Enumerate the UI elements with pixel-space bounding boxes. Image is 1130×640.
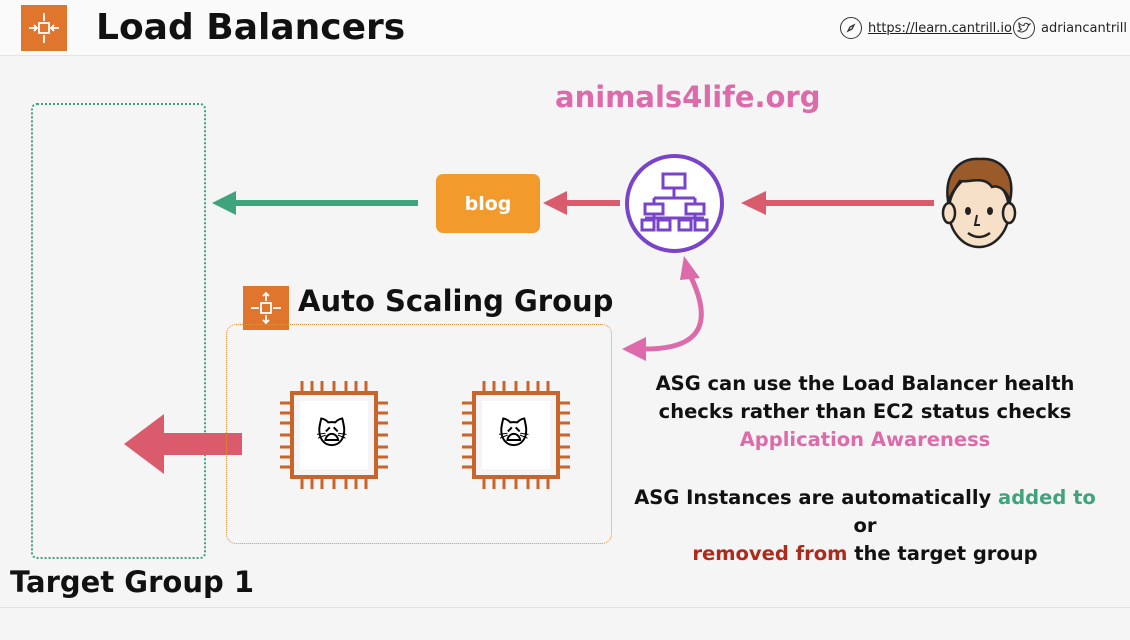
user-avatar-icon	[941, 157, 1017, 249]
arrow-lb-asg-health	[622, 256, 704, 361]
instances-note-part2: or	[853, 514, 877, 537]
author-username: adriancantrill	[1041, 20, 1128, 36]
health-note-line2: checks rather than EC2 status checks	[658, 400, 1072, 423]
removed-from-text: removed from	[692, 542, 848, 565]
health-note-line1: ASG can use the Load Balancer health	[655, 372, 1075, 395]
cat-emoji: 🙀	[498, 417, 530, 452]
ec2-instance-icon: 🙀	[460, 380, 572, 490]
asg-label: Auto Scaling Group	[298, 284, 614, 318]
ec2-instance-icon: 🙀	[278, 380, 390, 490]
blog-app-box: blog	[436, 174, 540, 233]
arrow-lb-to-blog	[543, 191, 620, 215]
page-title: Load Balancers	[96, 7, 406, 48]
arrow-user-to-lb	[741, 191, 934, 215]
instances-note-part3: the target group	[847, 542, 1038, 565]
course-link[interactable]: https://learn.cantrill.io	[840, 17, 1012, 39]
domain-label: animals4life.org	[555, 80, 821, 114]
load-balancer-icon	[21, 5, 67, 51]
instances-note: ASG Instances are automatically added to…	[620, 484, 1110, 568]
added-to-text: added to	[998, 486, 1096, 509]
author-handle: adriancantrill	[1013, 17, 1127, 39]
asg-box	[226, 324, 612, 544]
target-group-label: Target Group 1	[10, 565, 255, 599]
health-check-note: ASG can use the Load Balancer health che…	[620, 370, 1110, 454]
arrow-blog-to-target-group	[212, 191, 418, 215]
auto-scaling-icon	[243, 286, 289, 330]
instances-note-part1: ASG Instances are automatically	[634, 486, 999, 509]
load-balancer-node	[625, 154, 724, 253]
header-bar: Load Balancers https://learn.cantrill.io…	[0, 0, 1130, 56]
cat-emoji: 🙀	[316, 417, 348, 452]
course-link-text[interactable]: https://learn.cantrill.io	[868, 20, 1012, 36]
twitter-icon	[1013, 17, 1035, 39]
application-awareness-label: Application Awareness	[739, 428, 991, 451]
compass-icon	[840, 17, 862, 39]
arrow-asg-to-target-group	[124, 414, 242, 474]
hierarchy-icon	[640, 172, 709, 232]
target-group-box	[31, 103, 206, 559]
footer-divider	[0, 607, 1130, 608]
